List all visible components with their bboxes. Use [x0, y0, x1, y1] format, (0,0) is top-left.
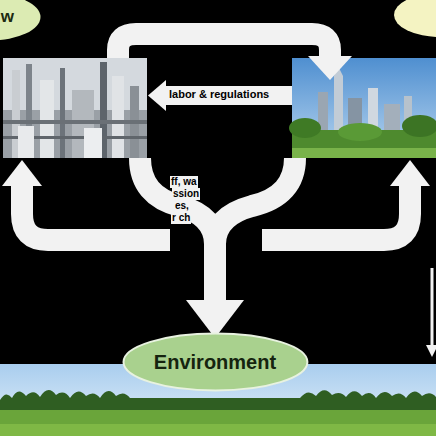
node-label: Environment — [154, 351, 276, 374]
text-label: labor & regulations — [168, 88, 270, 101]
ellipse-node: w — [0, 0, 42, 42]
text-label: es, — [174, 200, 190, 212]
text-label: ssion — [172, 188, 200, 200]
node-label: w — [1, 7, 14, 27]
ellipse-shape — [394, 0, 436, 37]
city-photo — [289, 58, 436, 158]
factory-photo — [3, 58, 147, 158]
arrow-head — [2, 56, 430, 338]
text-label: ff, wa — [170, 176, 198, 188]
side-arrow — [426, 268, 436, 357]
ellipse-node: Environment — [122, 332, 309, 392]
text-label: r ch — [171, 212, 191, 224]
